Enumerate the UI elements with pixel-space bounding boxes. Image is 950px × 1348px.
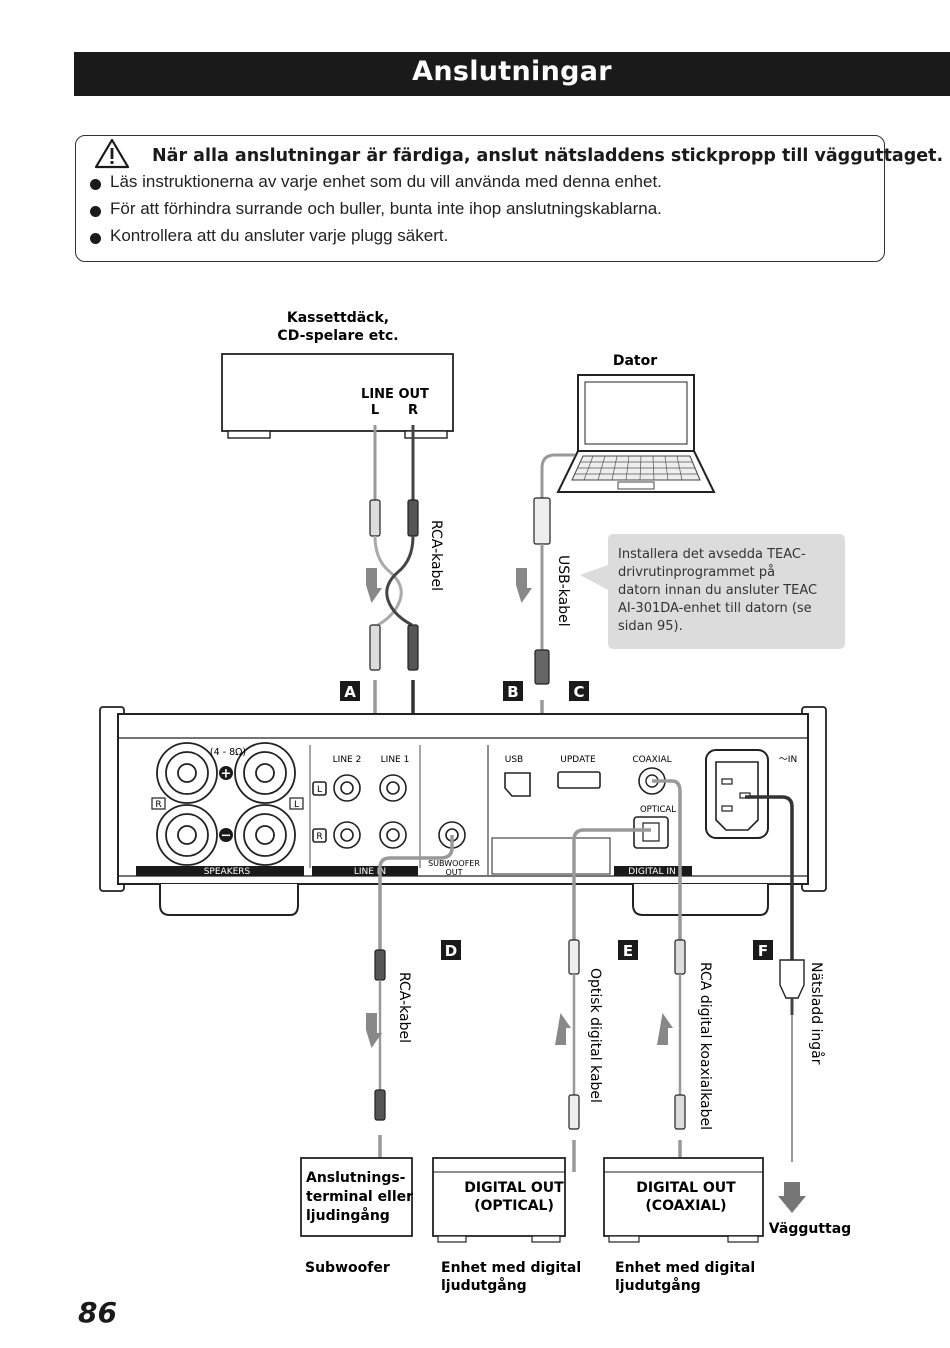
- speaker-r-label: R: [155, 800, 161, 810]
- ohms-label: (4 - 8Ω): [210, 747, 246, 758]
- marker-f-label: F: [758, 942, 768, 960]
- line-l-label: L: [317, 785, 322, 795]
- speaker-l-box: [289, 797, 304, 810]
- wall-outlet-label: Vägguttag: [769, 1221, 851, 1237]
- speaker-r-box: [151, 797, 166, 810]
- subwoofer-out-label: OUT: [445, 868, 462, 877]
- warning-box: [75, 135, 885, 262]
- power-cord: [745, 795, 806, 1213]
- line1-label: LINE 1: [381, 755, 410, 765]
- marker-d-label: D: [445, 942, 457, 960]
- page-number: 86: [78, 1296, 117, 1329]
- page-title: Anslutningar: [412, 56, 612, 87]
- marker-c-label: C: [573, 683, 584, 701]
- driver-note-line: datorn innan du ansluter TEAC: [618, 583, 817, 598]
- subwoofer-out-label: SUBWOOFER: [428, 859, 480, 868]
- optical-port-label: OPTICAL: [640, 805, 676, 815]
- speakers-label: SPEAKERS: [204, 867, 251, 877]
- line-r-label: R: [316, 832, 322, 842]
- subwoofer-box-text: ljudingång: [306, 1207, 390, 1224]
- line2-label: LINE 2: [333, 755, 362, 765]
- rca-cable-a-label: RCA-kabel: [428, 520, 444, 591]
- subwoofer-box-text: terminal eller: [306, 1189, 413, 1205]
- warning-triangle-icon: [94, 138, 130, 169]
- optical-device-text: DIGITAL OUT: [464, 1180, 564, 1196]
- marker-f: [753, 940, 773, 960]
- speaker-l-label: L: [294, 800, 299, 810]
- minus-label: −: [221, 829, 232, 844]
- warning-heading: När alla anslutningar är färdiga, anslut…: [152, 146, 944, 166]
- warning-item: Kontrollera att du ansluter varje plugg …: [110, 226, 449, 245]
- driver-note-bubble: [580, 534, 845, 649]
- line-out-label: LINE OUT: [361, 387, 429, 402]
- source-device-title: CD-spelare etc.: [277, 328, 398, 344]
- optical-cable-label: Optisk digital kabel: [587, 968, 603, 1103]
- warning-item: För att förhindra surrande och buller, b…: [110, 199, 662, 218]
- bullet-dot: [90, 206, 101, 217]
- usb-port-label: USB: [505, 755, 523, 765]
- marker-a: [340, 681, 360, 701]
- page-header: Anslutningar: [74, 52, 950, 96]
- optical-output-device: [432, 1157, 566, 1243]
- coaxial-output-device: [603, 1157, 764, 1243]
- update-port-label: UPDATE: [560, 755, 596, 765]
- marker-b: [503, 681, 523, 701]
- subwoofer-box-text: Anslutnings-: [306, 1170, 406, 1186]
- optical-device-label: ljudutgång: [441, 1277, 527, 1294]
- usb-cable-label: USB-kabel: [555, 555, 571, 627]
- laptop-icon: [556, 374, 716, 493]
- coaxial-cable-label: RCA digital koaxialkabel: [697, 962, 713, 1130]
- computer-label: Dator: [613, 353, 657, 369]
- digital-in-label: DIGITAL IN: [628, 867, 675, 877]
- plus-label: +: [221, 767, 232, 782]
- marker-c: [569, 681, 589, 701]
- source-device: [221, 353, 454, 439]
- rca-cable-d: [366, 835, 454, 1158]
- warning-item: Läs instruktionerna av varje enhet som d…: [110, 172, 662, 191]
- marker-d: [441, 940, 461, 960]
- ac-in-label: ～IN: [779, 755, 797, 765]
- driver-note-line: sidan 95).: [618, 619, 683, 634]
- optical-device-label: Enhet med digital: [441, 1260, 581, 1276]
- coaxial-device-text: (COAXIAL): [645, 1198, 726, 1214]
- amplifier-rear-panel: [99, 706, 827, 916]
- driver-note-line: Installera det avsedda TEAC-: [618, 547, 806, 562]
- coaxial-cable: [652, 779, 686, 1172]
- marker-b-label: B: [507, 683, 518, 701]
- optical-cable: [555, 828, 651, 1172]
- marker-e-label: E: [623, 942, 633, 960]
- rca-cable-d-label: RCA-kabel: [396, 972, 412, 1043]
- power-cord-label: Nätsladd ingår: [808, 962, 825, 1065]
- line-in-label: LINE IN: [354, 867, 386, 877]
- optical-device-text: (OPTICAL): [474, 1198, 554, 1214]
- line-out-left-label: L: [371, 403, 379, 418]
- coaxial-device-text: DIGITAL OUT: [636, 1180, 736, 1196]
- marker-e: [618, 940, 638, 960]
- subwoofer-label: Subwoofer: [305, 1260, 390, 1276]
- driver-note-line: AI-301DA-enhet till datorn (se: [618, 601, 812, 616]
- source-device-title: Kassettdäck,: [287, 310, 389, 326]
- bullet-dot: [90, 179, 101, 190]
- coaxial-device-label: Enhet med digital: [615, 1260, 755, 1276]
- marker-a-label: A: [344, 683, 356, 701]
- driver-note-line: drivrutinprogrammet på: [618, 565, 775, 580]
- subwoofer-input-box: [300, 1157, 413, 1237]
- coaxial-device-label: ljudutgång: [615, 1277, 701, 1294]
- coaxial-port-label: COAXIAL: [632, 755, 671, 765]
- bullet-dot: [90, 233, 101, 244]
- line-out-right-label: R: [408, 403, 418, 418]
